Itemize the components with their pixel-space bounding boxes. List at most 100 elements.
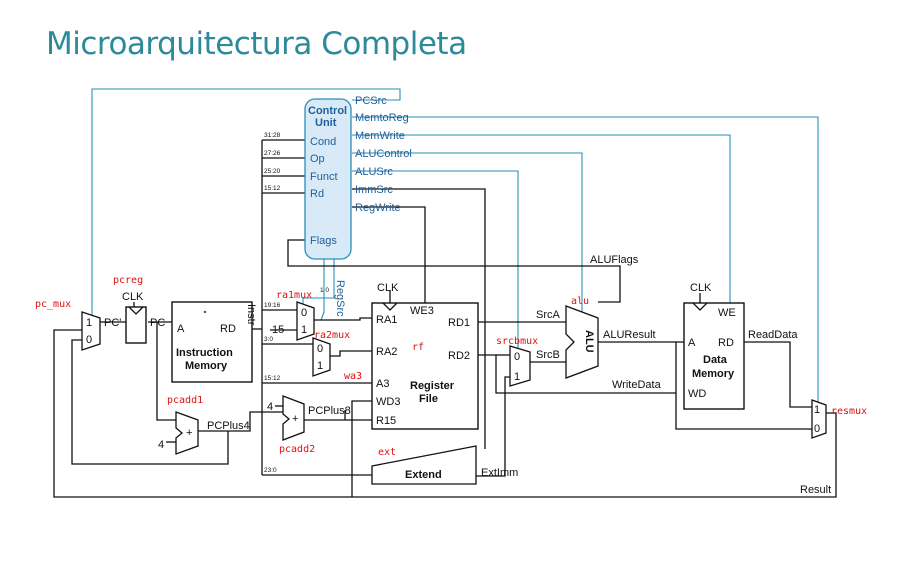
pc-label: PC bbox=[150, 317, 165, 329]
ann-pcadd1: pcadd1 bbox=[167, 395, 203, 406]
pc-mux-0: 0 bbox=[86, 334, 92, 346]
ann-ra1mux: ra1mux bbox=[276, 290, 312, 301]
ra1mux-1: 1 bbox=[301, 324, 307, 336]
pcplus8-label: PCPlus8 bbox=[308, 405, 351, 417]
srca-label: SrcA bbox=[536, 309, 561, 321]
bits-rm: 3:0 bbox=[264, 336, 273, 343]
resmux-0: 0 bbox=[814, 423, 820, 435]
dmem-wd: WD bbox=[688, 388, 706, 400]
pc-adder-2: + bbox=[282, 395, 305, 441]
dmem-we: WE bbox=[718, 307, 736, 319]
instr-label: Instr bbox=[245, 304, 257, 326]
srcb-mux: 0 1 bbox=[509, 345, 531, 387]
input-rd: Rd bbox=[310, 188, 324, 200]
srcbmux-1: 1 bbox=[514, 371, 520, 383]
dmem-a: A bbox=[688, 337, 696, 349]
aluresult-label: ALUResult bbox=[603, 329, 656, 341]
control-unit: Control Unit Cond Op Funct Rd Flags bbox=[304, 98, 352, 260]
input-flags: Flags bbox=[310, 235, 337, 247]
out-memwrite: MemWrite bbox=[355, 130, 405, 142]
out-immsrc: ImmSrc bbox=[355, 184, 393, 196]
ra1-mux: 0 1 bbox=[296, 301, 315, 341]
instruction-memory: A RD Instruction Memory bbox=[171, 301, 253, 383]
extend-unit: Extend bbox=[371, 445, 477, 485]
extimm-label: ExtImm bbox=[481, 467, 518, 479]
pc-mux: 1 0 bbox=[81, 311, 101, 351]
pc-mux-1: 1 bbox=[86, 317, 92, 329]
control-outputs: PCSrc MemtoReg MemWrite ALUControl ALUSr… bbox=[355, 95, 412, 214]
data-memory: CLK WE A RD Data Memory WD bbox=[683, 282, 745, 410]
pcplus4-label: PCPlus4 bbox=[207, 420, 250, 432]
bits-cond: 31:28 bbox=[264, 132, 281, 139]
bit-fields: 31:28 27:26 25:20 15:12 19:16 3:0 15:12 … bbox=[264, 132, 281, 474]
rf-rd1: RD1 bbox=[448, 317, 470, 329]
out-regwrite: RegWrite bbox=[355, 202, 401, 214]
rf-ra1: RA1 bbox=[376, 314, 397, 326]
imem-rd: RD bbox=[220, 323, 236, 335]
input-op: Op bbox=[310, 153, 325, 165]
pcreg-clk: CLK bbox=[122, 291, 144, 303]
input-cond: Cond bbox=[310, 136, 336, 148]
pc-adder-1: + bbox=[175, 411, 199, 455]
control-wires bbox=[91, 88, 819, 402]
out-memtoreg: MemtoReg bbox=[355, 112, 409, 124]
pc-register: CLK bbox=[122, 291, 147, 344]
resmux-1: 1 bbox=[814, 404, 820, 416]
rf-label1: Register bbox=[410, 380, 455, 392]
register-file: CLK RA1 RA2 A3 WD3 R15 WE3 RD1 RD2 Regis… bbox=[371, 282, 479, 430]
extend-label: Extend bbox=[405, 469, 442, 481]
alu: ALU bbox=[565, 305, 599, 379]
ra2-mux: 0 1 bbox=[312, 337, 331, 377]
rf-label2: File bbox=[419, 393, 438, 405]
ann-wa3: wa3 bbox=[344, 371, 362, 382]
pc-prime-label: PC' bbox=[104, 317, 121, 329]
input-funct: Funct bbox=[310, 171, 338, 183]
writedata-label: WriteData bbox=[612, 379, 662, 391]
regsrc-label: RegSrc bbox=[334, 280, 346, 317]
control-unit-title-1: Control bbox=[308, 105, 347, 117]
pcadd2-four: 4 bbox=[267, 401, 273, 413]
ra2mux-0: 0 bbox=[317, 343, 323, 355]
aluflags-label: ALUFlags bbox=[590, 254, 639, 266]
ann-resmux: resmux bbox=[831, 406, 867, 417]
rf-r15: R15 bbox=[376, 415, 396, 427]
dmem-label1: Data bbox=[703, 354, 728, 366]
pcadd2-plus: + bbox=[292, 413, 298, 425]
readdata-label: ReadData bbox=[748, 329, 798, 341]
ann-alu: alu bbox=[571, 296, 589, 307]
rf-clk: CLK bbox=[377, 282, 399, 294]
alu-label: ALU bbox=[583, 330, 595, 353]
ann-srcbmux: srcbmux bbox=[496, 336, 538, 347]
result-label: Result bbox=[800, 484, 831, 496]
bits-imm: 23:0 bbox=[264, 467, 277, 474]
rf-a3: A3 bbox=[376, 378, 389, 390]
ra2mux-1: 1 bbox=[317, 360, 323, 372]
pcadd1-plus: + bbox=[186, 427, 192, 439]
bits-rd-wa3: 15:12 bbox=[264, 375, 281, 382]
annotations: pc_mux pcreg pcadd1 pcadd2 ra1mux ra2mux… bbox=[35, 275, 867, 458]
imem-a: A bbox=[177, 323, 185, 335]
bits-funct: 25:20 bbox=[264, 168, 281, 175]
dmem-clk: CLK bbox=[690, 282, 712, 294]
out-pcsrc: PCSrc bbox=[355, 95, 387, 107]
srcb-label: SrcB bbox=[536, 349, 560, 361]
rf-rd2: RD2 bbox=[448, 350, 470, 362]
regsrc-bits: 1 0 bbox=[320, 287, 329, 294]
result-mux: 1 0 bbox=[811, 399, 827, 439]
pcadd1-four: 4 bbox=[158, 439, 164, 451]
dmem-rd: RD bbox=[718, 337, 734, 349]
page-title: Microarquitectura Completa bbox=[46, 26, 467, 62]
bits-rd: 15:12 bbox=[264, 185, 281, 192]
bits-rn: 19:16 bbox=[264, 302, 281, 309]
rf-ra2: RA2 bbox=[376, 346, 397, 358]
ann-ra2mux: ra2mux bbox=[314, 330, 350, 341]
ann-pcreg: pcreg bbox=[113, 275, 143, 286]
dmem-label2: Memory bbox=[692, 368, 735, 380]
ann-pcadd2: pcadd2 bbox=[279, 444, 315, 455]
rf-wd3: WD3 bbox=[376, 396, 400, 408]
control-unit-title-2: Unit bbox=[315, 117, 337, 129]
data-wires bbox=[53, 139, 837, 498]
srcbmux-0: 0 bbox=[514, 351, 520, 363]
bits-op: 27:26 bbox=[264, 150, 281, 157]
